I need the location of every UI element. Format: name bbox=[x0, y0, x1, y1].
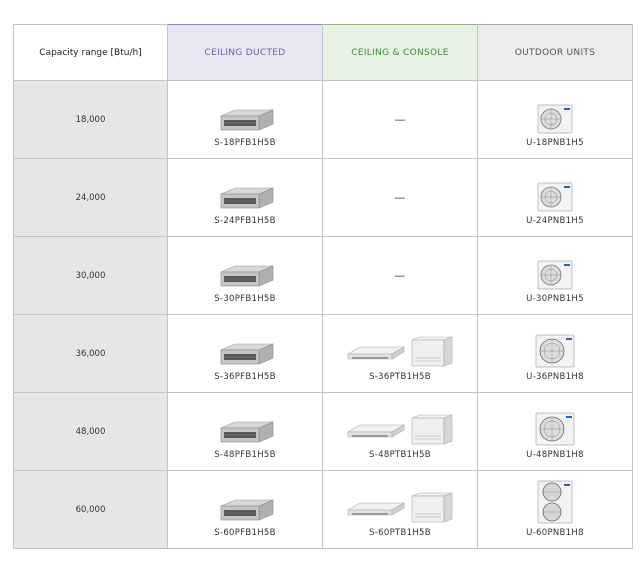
header-outdoor-units: OUTDOOR UNITS bbox=[477, 24, 633, 81]
console-model: S-60PTB1H5B bbox=[369, 527, 431, 538]
console-cell: S-60PTB1H5B bbox=[322, 470, 478, 549]
outdoor-model: U-36PNB1H8 bbox=[526, 371, 584, 382]
console-cell: — bbox=[322, 80, 478, 159]
table-body: 18,000 S-18PFB1H5B — U-18PNB1H5 24,000 S… bbox=[13, 80, 633, 549]
capacity-cell: 60,000 bbox=[13, 470, 168, 549]
capacity-cell: 24,000 bbox=[13, 158, 168, 237]
ducted-model: S-24PFB1H5B bbox=[214, 215, 276, 226]
ducted-unit-icon bbox=[220, 421, 274, 442]
ducted-unit-icon bbox=[220, 265, 274, 286]
console-unit-icon bbox=[411, 492, 453, 522]
capacity-value: 48,000 bbox=[75, 426, 106, 437]
console-model: S-48PTB1H5B bbox=[369, 449, 431, 460]
ceiling-unit-icon bbox=[346, 501, 406, 516]
table-row: 48,000 S-48PFB1H5B S-48PTB1H5B U-48PNB1H… bbox=[13, 392, 633, 471]
outdoor-cell: U-30PNB1H5 bbox=[477, 236, 633, 315]
capacity-table: Capacity range [Btu/h] CEILING DUCTED CE… bbox=[13, 24, 633, 549]
console-cell: S-48PTB1H5B bbox=[322, 392, 478, 471]
outdoor-model: U-18PNB1H5 bbox=[526, 137, 584, 148]
table-row: 60,000 S-60PFB1H5B S-60PTB1H5B U-60PNB1H… bbox=[13, 470, 633, 549]
empty-dash: — bbox=[394, 113, 406, 126]
ducted-cell: S-30PFB1H5B bbox=[167, 236, 323, 315]
table-row: 18,000 S-18PFB1H5B — U-18PNB1H5 bbox=[13, 80, 633, 159]
capacity-value: 24,000 bbox=[75, 192, 106, 203]
ducted-cell: S-18PFB1H5B bbox=[167, 80, 323, 159]
header-ceiling-console: CEILING & CONSOLE bbox=[322, 24, 478, 81]
outdoor-unit-icon bbox=[537, 260, 573, 289]
header-capacity: Capacity range [Btu/h] bbox=[13, 24, 168, 81]
table-row: 30,000 S-30PFB1H5B — U-30PNB1H5 bbox=[13, 236, 633, 315]
ceiling-unit-icon bbox=[346, 423, 406, 438]
ducted-unit-icon bbox=[220, 187, 274, 208]
outdoor-unit-icon bbox=[535, 412, 575, 445]
outdoor-model: U-48PNB1H8 bbox=[526, 449, 584, 460]
console-cell: S-36PTB1H5B bbox=[322, 314, 478, 393]
empty-dash: — bbox=[394, 269, 406, 282]
ducted-model: S-18PFB1H5B bbox=[214, 137, 276, 148]
outdoor-model: U-30PNB1H5 bbox=[526, 293, 584, 304]
ducted-cell: S-60PFB1H5B bbox=[167, 470, 323, 549]
table-row: 36,000 S-36PFB1H5B S-36PTB1H5B U-36PNB1H… bbox=[13, 314, 633, 393]
ducted-cell: S-48PFB1H5B bbox=[167, 392, 323, 471]
capacity-value: 36,000 bbox=[75, 348, 106, 359]
outdoor-model: U-60PNB1H8 bbox=[526, 527, 584, 538]
console-model: S-36PTB1H5B bbox=[369, 371, 431, 382]
table-row: 24,000 S-24PFB1H5B — U-24PNB1H5 bbox=[13, 158, 633, 237]
console-unit-icon bbox=[411, 336, 453, 366]
console-cell: — bbox=[322, 158, 478, 237]
ducted-model: S-36PFB1H5B bbox=[214, 371, 276, 382]
outdoor-cell: U-18PNB1H5 bbox=[477, 80, 633, 159]
header-ceiling-ducted: CEILING DUCTED bbox=[167, 24, 323, 81]
capacity-cell: 30,000 bbox=[13, 236, 168, 315]
empty-dash: — bbox=[394, 191, 406, 204]
outdoor-unit-icon bbox=[537, 182, 573, 211]
console-cell: — bbox=[322, 236, 478, 315]
ducted-unit-icon bbox=[220, 109, 274, 130]
ducted-unit-icon bbox=[220, 499, 274, 520]
capacity-cell: 36,000 bbox=[13, 314, 168, 393]
capacity-cell: 48,000 bbox=[13, 392, 168, 471]
capacity-value: 30,000 bbox=[75, 270, 106, 281]
outdoor-model: U-24PNB1H5 bbox=[526, 215, 584, 226]
ducted-model: S-60PFB1H5B bbox=[214, 527, 276, 538]
outdoor-unit-icon bbox=[535, 334, 575, 367]
ducted-unit-icon bbox=[220, 343, 274, 364]
capacity-value: 18,000 bbox=[75, 114, 106, 125]
outdoor-cell: U-36PNB1H8 bbox=[477, 314, 633, 393]
outdoor-unit-icon bbox=[537, 104, 573, 133]
header-row: Capacity range [Btu/h] CEILING DUCTED CE… bbox=[13, 24, 633, 81]
outdoor-unit-icon bbox=[537, 480, 573, 523]
outdoor-cell: U-48PNB1H8 bbox=[477, 392, 633, 471]
outdoor-cell: U-24PNB1H5 bbox=[477, 158, 633, 237]
ducted-model: S-48PFB1H5B bbox=[214, 449, 276, 460]
ducted-cell: S-24PFB1H5B bbox=[167, 158, 323, 237]
capacity-value: 60,000 bbox=[75, 504, 106, 515]
ceiling-unit-icon bbox=[346, 345, 406, 360]
capacity-cell: 18,000 bbox=[13, 80, 168, 159]
console-unit-icon bbox=[411, 414, 453, 444]
outdoor-cell: U-60PNB1H8 bbox=[477, 470, 633, 549]
ducted-model: S-30PFB1H5B bbox=[214, 293, 276, 304]
ducted-cell: S-36PFB1H5B bbox=[167, 314, 323, 393]
